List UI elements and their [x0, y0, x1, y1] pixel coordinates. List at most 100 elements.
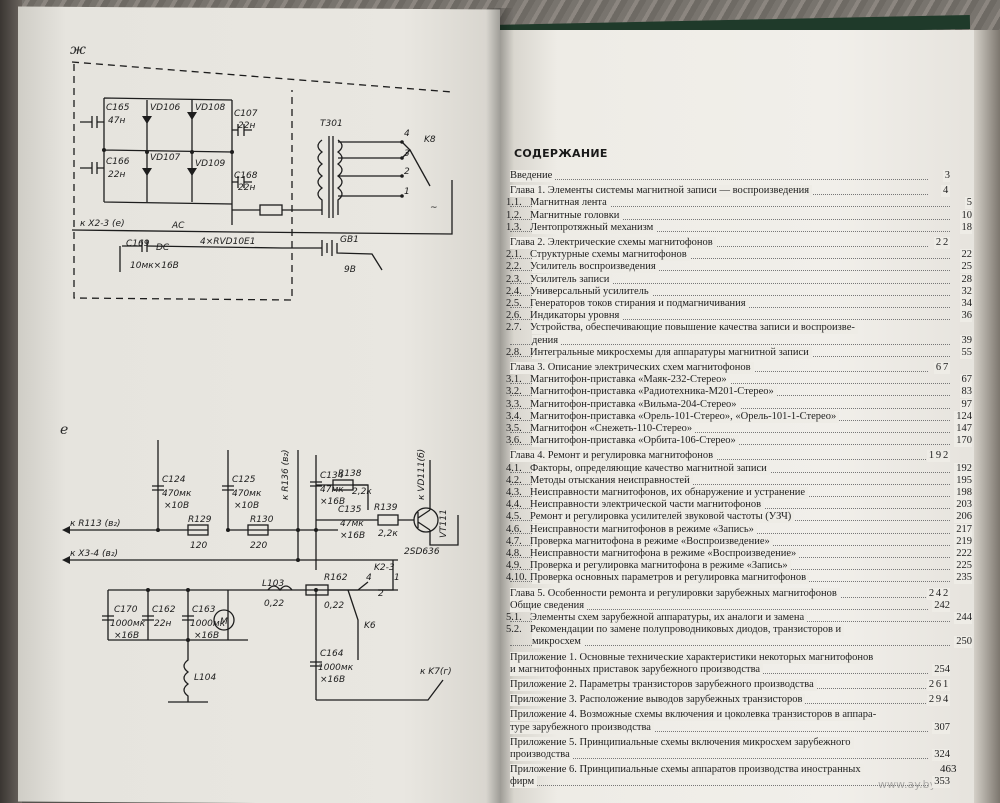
- toc-entry-page: 242: [926, 587, 950, 600]
- toc-entry-text: 2. Параметры транзисторов зарубежного пр…: [568, 679, 814, 690]
- toc-entry-page: 34: [959, 298, 972, 310]
- toc-entry-page: 5: [964, 197, 972, 210]
- toc-entry-text: производства: [510, 749, 570, 760]
- toc-chapter-prefix: Глава: [510, 362, 538, 373]
- toc-entry-page: 147: [954, 423, 972, 435]
- svg-text:0,22: 0,22: [324, 601, 344, 611]
- toc-entry-page: 22: [959, 249, 972, 262]
- toc-leader-dots: [510, 179, 928, 180]
- toc-entry: 3.1.Магнитофон-приставка «Маяк-232-Стере…: [506, 374, 972, 387]
- toc-entry-title: микросхем: [532, 636, 584, 649]
- toc-entry-title: Глава 3. Описание электрических схем маг…: [510, 362, 754, 374]
- toc-entry-number: 4.7.: [506, 535, 522, 547]
- toc-entry-text: Генераторов токов стирания и подмагничив…: [530, 298, 746, 309]
- svg-text:C163: C163: [192, 605, 216, 615]
- toc-entry-page: 242: [932, 599, 950, 612]
- toc-entry-title: Глава 2. Электрические схемы магнитофоно…: [510, 237, 716, 249]
- toc-entry-text: 1. Основные технические характеристики н…: [568, 651, 874, 663]
- toc-entry-title: 4.5.Ремонт и регулировка усилителей звук…: [506, 511, 795, 524]
- svg-text:×16В: ×16В: [320, 675, 345, 685]
- toc-entry: Общие сведения 242: [510, 599, 950, 612]
- svg-text:×16В: ×16В: [194, 631, 219, 641]
- svg-text:K6: K6: [364, 621, 376, 631]
- toc-entry-page: 28: [959, 273, 972, 286]
- toc-leader-dots: [510, 294, 950, 296]
- toc-entry: Приложение 1. Основные технические харак…: [510, 651, 950, 664]
- toc-entry-page: 294: [926, 694, 950, 707]
- toc-leader-dots: [510, 270, 950, 272]
- toc-entry-page: 67: [959, 374, 972, 387]
- svg-text:C169: C169: [126, 239, 150, 249]
- toc-entry-number: 2.2.: [506, 261, 522, 273]
- toc-entry: 4.7.Проверка магнитофона в режиме «Воспр…: [506, 535, 972, 548]
- toc-entry-page: 67: [933, 362, 950, 374]
- svg-text:к R136 (в₂): к R136 (в₂): [281, 449, 291, 500]
- toc-entry-number: 2.7.: [506, 322, 522, 334]
- toc-entry-page: 254: [932, 663, 950, 676]
- toc-entry-page: 225: [954, 560, 972, 573]
- svg-text:4: 4: [404, 129, 410, 139]
- toc-entry: 3.6.Магнитофон-приставка «Орбита-106-Сте…: [506, 435, 972, 448]
- toc-title: СОДЕРЖАНИЕ: [514, 147, 608, 160]
- toc-leader-dots: [510, 319, 950, 321]
- toc-entry-number: 1.1.: [506, 197, 522, 209]
- toc-entry-page: 307: [932, 721, 950, 734]
- toc-entry-text: Проверка основных параметров и регулиров…: [530, 572, 807, 584]
- toc-entry-text: Введение: [510, 170, 553, 181]
- svg-text:4: 4: [366, 573, 372, 583]
- toc-entry: 4.3.Неисправности магнитофонов, их обнар…: [506, 487, 972, 499]
- toc-chapter-prefix: Приложение: [510, 679, 569, 690]
- book-right-edge: [974, 30, 1000, 803]
- toc-entry: 4.4.Неисправности электрической части ма…: [506, 499, 972, 512]
- toc-entry-title: Глава 1. Элементы системы магнитной запи…: [510, 185, 813, 198]
- toc-entry-number: 5.2.: [506, 624, 522, 636]
- toc-entry: 3.2.Магнитофон-приставка «Радиотехника-М…: [506, 386, 972, 399]
- toc-entry: 5.2.Рекомендации по замене полупроводник…: [506, 624, 972, 637]
- svg-text:1000мк: 1000мк: [110, 619, 146, 629]
- svg-text:R162: R162: [324, 573, 348, 583]
- toc-chapter-prefix: Глава: [510, 587, 538, 599]
- toc-entry-text: и магнитофонных приставок зарубежного пр…: [510, 663, 761, 675]
- toc-entry-page: 222: [954, 548, 972, 560]
- toc-entry-text: Магнитофон-приставка «Орель-101-Стерео»,…: [530, 410, 837, 422]
- toc-leader-dots: [510, 608, 928, 610]
- svg-text:47н: 47н: [108, 116, 125, 126]
- toc-entry-page: 97: [959, 398, 972, 411]
- toc-entry-text: Индикаторы уровня: [530, 310, 620, 322]
- toc-entry-title: дения: [532, 334, 562, 347]
- toc-leader-dots: [510, 459, 928, 461]
- toc-leader-dots: [510, 218, 950, 220]
- toc-chapter-prefix: Глава: [510, 450, 538, 462]
- toc-entry-page: 10: [959, 209, 972, 222]
- toc-entry-page: 4: [940, 185, 950, 198]
- toc-entry: Глава 1. Элементы системы магнитной запи…: [510, 185, 950, 198]
- toc-entry-text: Интегральные микросхемы для аппаратуры м…: [530, 346, 809, 358]
- toc-entry: 3.3.Магнитофон-приставка «Вильма-204-Сте…: [506, 398, 972, 411]
- toc-entry-text: Усилитель записи: [530, 273, 610, 285]
- toc-entry-number: 5.1.: [506, 612, 522, 623]
- toc-entry-text: Общие сведения: [510, 599, 585, 611]
- toc-entry-title: Приложение 1. Основные технические харак…: [510, 651, 877, 664]
- toc-entry-text: Устройства, обеспечивающие повышение кач…: [530, 322, 855, 334]
- toc-entry-title: 3.5.Магнитофон «Снежеть-110-Стерео»: [506, 423, 696, 435]
- toc-entry: и магнитофонных приставок зарубежного пр…: [510, 663, 950, 676]
- svg-text:2,2к: 2,2к: [378, 529, 398, 539]
- toc-entry-title: производства: [510, 749, 573, 761]
- toc-entry-text: 4. Возможные схемы включения и цоколевка…: [568, 709, 877, 721]
- toc-entry: 4.10.Проверка основных параметров и регу…: [506, 572, 972, 585]
- svg-text:C125: C125: [232, 475, 256, 485]
- toc-entry-title: Глава 4. Ремонт и регулировка магнитофон…: [510, 450, 717, 463]
- toc-entry-text: 4. Ремонт и регулировка магнитофонов: [537, 450, 714, 462]
- toc-entry-page: 18: [959, 221, 972, 234]
- toc-leader-dots: [510, 246, 928, 247]
- toc-entry-text: Магнитофон «Снежеть-110-Стерео»: [530, 423, 693, 434]
- toc-entry-number: 4.1.: [506, 462, 522, 474]
- toc-entry-page: 353: [932, 776, 950, 789]
- toc-chapter-prefix: Приложение: [510, 651, 569, 663]
- toc-entry-title: 3.6.Магнитофон-приставка «Орбита-106-Сте…: [506, 435, 739, 448]
